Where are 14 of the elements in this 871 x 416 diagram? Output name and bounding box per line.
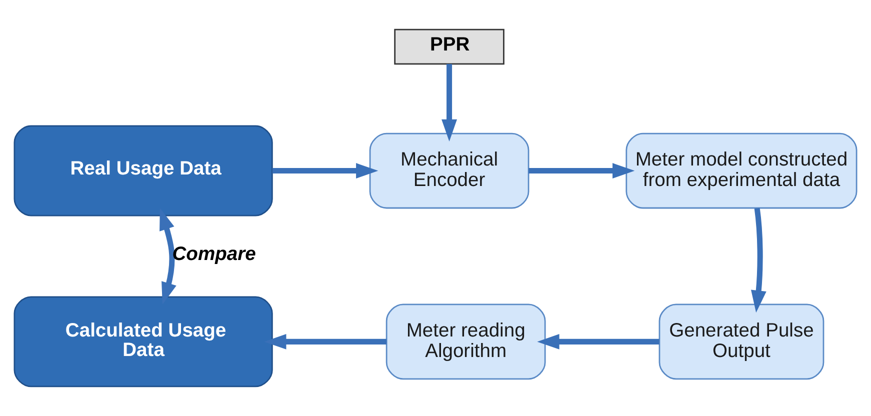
node-box: Mechanical Encoder [369,132,530,209]
node-box: Real Usage Data [14,125,273,216]
arrow [272,163,378,179]
node-box: Meter model constructed from experimental data [626,132,858,209]
arrow [751,208,766,313]
node-box: Meter reading Algorithm [386,304,546,380]
arrow [442,64,458,142]
arrow [528,163,635,179]
arrow [264,334,386,350]
node-box: Generated Pulse Output [658,304,824,380]
node-box: PPR [394,28,504,65]
arrow [537,334,660,350]
arrow [160,208,176,305]
node-box: Calculated Usage Data [14,296,273,388]
